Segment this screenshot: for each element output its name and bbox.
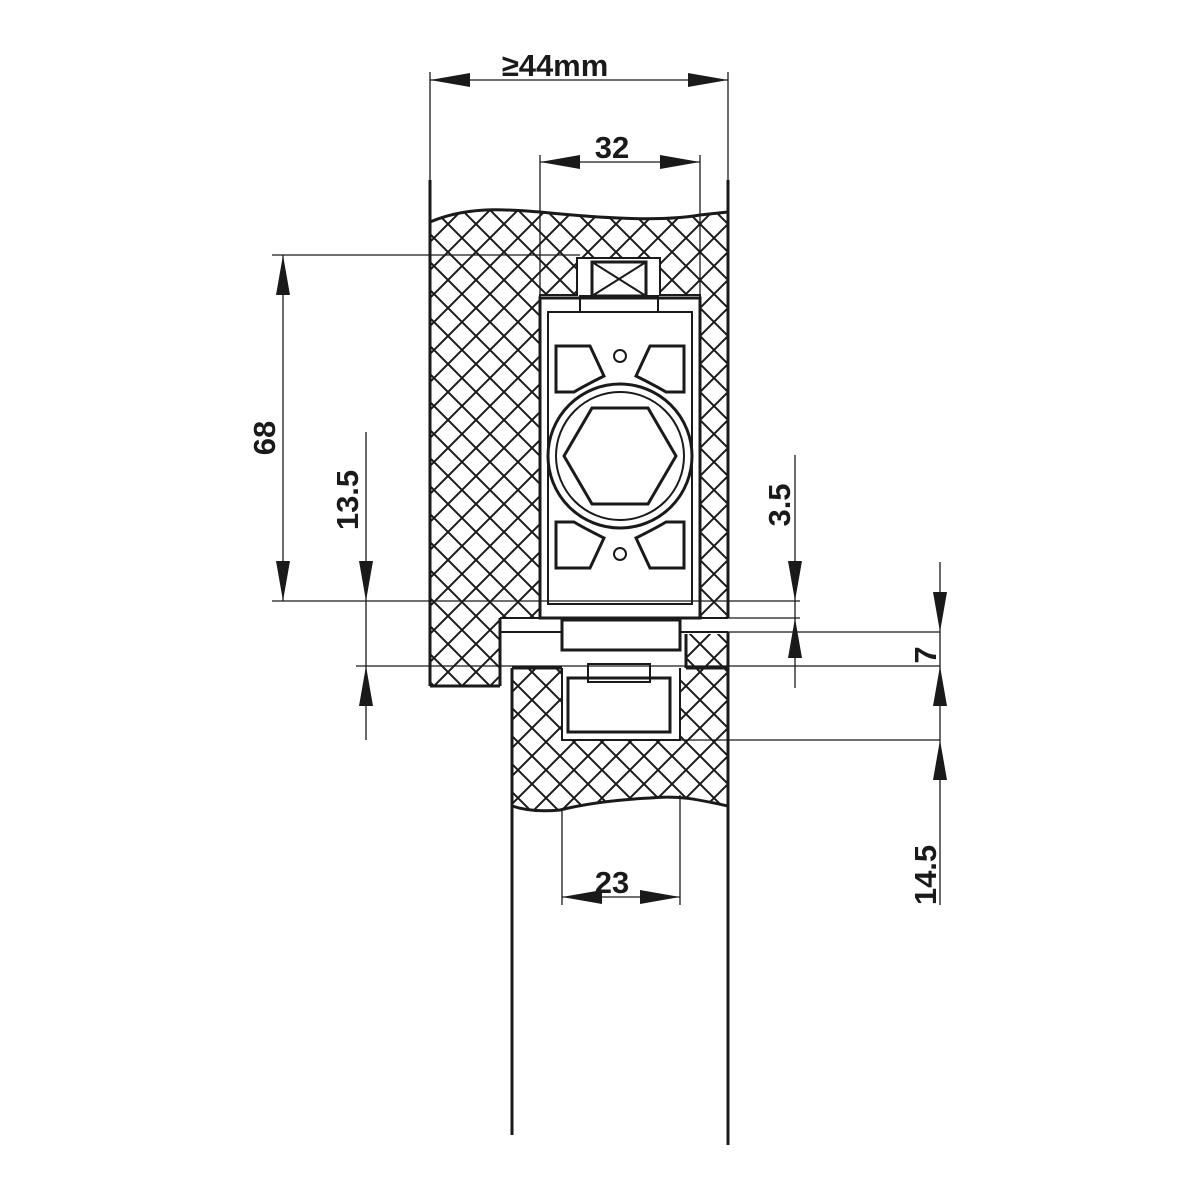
dim-top-width: 32	[595, 130, 629, 165]
hex-spindle	[562, 406, 678, 506]
upper-break-line	[429, 208, 729, 224]
closer-body	[538, 260, 702, 620]
cutout-bottom-right	[634, 520, 686, 570]
fixing-plate	[579, 295, 659, 313]
slider-block	[566, 676, 672, 734]
cutout-top-left	[554, 344, 606, 394]
lower-pocket-outline	[561, 668, 681, 741]
dim-bottom-width: 23	[595, 865, 629, 900]
upper-frame-hatch	[430, 209, 728, 686]
small-hole-top	[613, 349, 627, 363]
dim-door-thickness: ≥44mm	[502, 48, 609, 83]
upper-frame-section	[428, 180, 730, 688]
upper-pocket-outline	[539, 257, 701, 618]
dim-offset-13-5: 13.5	[330, 470, 365, 530]
lower-rebate-hatch	[686, 634, 728, 668]
lower-leaf-section	[510, 632, 730, 1145]
cutout-bottom-left	[554, 520, 606, 570]
lower-leaf-hatch	[512, 668, 728, 811]
dim-depth-14-5: 14.5	[908, 845, 943, 905]
track-assembly	[500, 618, 728, 652]
cutout-top-right	[634, 344, 686, 394]
spindle-outer-ring	[546, 382, 694, 530]
dim-gap-7: 7	[908, 646, 943, 663]
dim-gap-3-5: 3.5	[762, 483, 797, 526]
spindle-inner-ring	[555, 391, 685, 521]
small-hole-bottom	[613, 547, 627, 561]
dim-height-68: 68	[247, 421, 282, 455]
track-plate	[560, 618, 682, 652]
lower-break-line	[511, 795, 729, 813]
slider-stem	[587, 663, 651, 683]
dimension-lines	[272, 72, 947, 905]
